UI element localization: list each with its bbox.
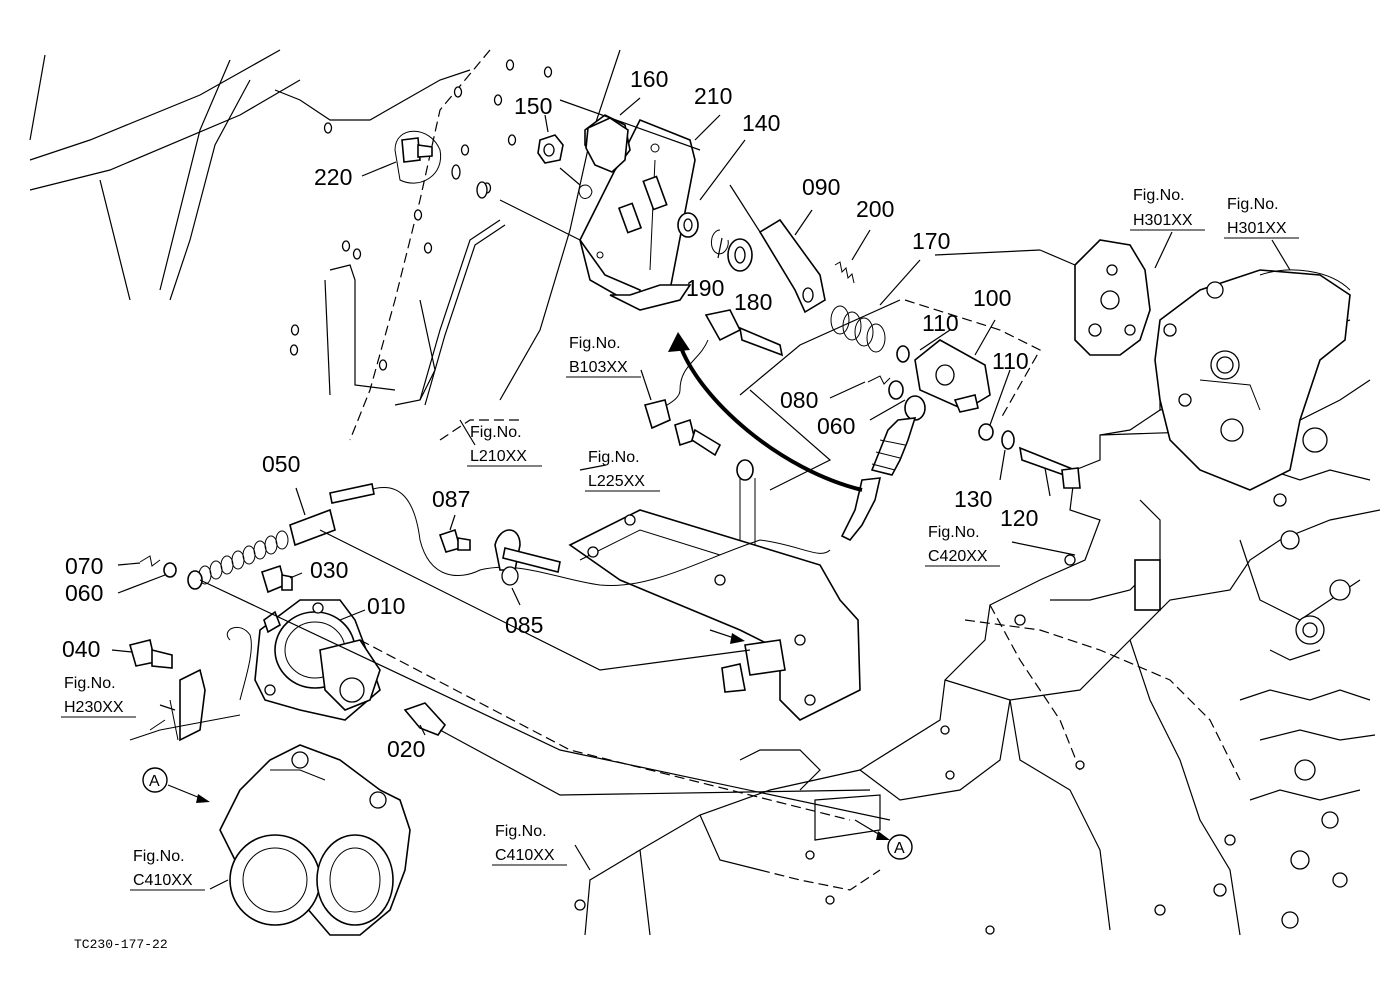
svg-text:H301XX: H301XX: [1227, 220, 1287, 237]
fig-ref-h301-left[interactable]: Fig.No. H301XX: [1130, 187, 1205, 231]
hydraulic-block: [1074, 239, 1351, 491]
cable-spring: [198, 530, 289, 585]
svg-text:L210XX: L210XX: [470, 448, 527, 465]
svg-text:L225XX: L225XX: [588, 473, 645, 490]
figure-references: Fig.No. H301XX Fig.No. H301XX Fig.No. B1…: [61, 187, 1299, 891]
fig-ref-l210[interactable]: Fig.No. L210XX: [467, 424, 542, 467]
fig-ref-c410-left[interactable]: Fig.No. C410XX: [130, 848, 205, 891]
part-label-110-upper: 110: [922, 310, 959, 336]
drawing-code: TC230-177-22: [74, 937, 168, 952]
part-label-050: 050: [262, 451, 300, 477]
svg-text:B103XX: B103XX: [569, 359, 628, 376]
part-label-130: 130: [954, 486, 992, 512]
svg-text:H230XX: H230XX: [64, 699, 124, 716]
part-label-040: 040: [62, 636, 100, 662]
part-label-190: 190: [686, 275, 724, 301]
part-label-140: 140: [742, 110, 780, 136]
connection-marker-a-right: A: [854, 819, 913, 860]
fig-ref-b103[interactable]: Fig.No. B103XX: [566, 335, 641, 378]
bracket-l225: [568, 509, 861, 721]
casting-c410: [219, 744, 411, 936]
svg-text:A: A: [894, 840, 905, 857]
floor-plate-outline: [29, 49, 621, 441]
bolt-120: [1001, 430, 1081, 489]
part-label-020: 020: [387, 736, 425, 762]
fitting-040: [129, 639, 173, 669]
cable-boot: [840, 395, 926, 542]
leader-lines: [111, 97, 1291, 890]
bolt-087: [438, 528, 471, 553]
part-label-180: 180: [734, 289, 772, 315]
svg-text:A: A: [149, 773, 160, 790]
part-label-010: 010: [367, 593, 405, 619]
bushing-group: [677, 212, 753, 272]
bracket-h230: [129, 626, 252, 742]
svg-text:Fig.No.: Fig.No.: [495, 823, 547, 840]
svg-text:Fig.No.: Fig.No.: [588, 449, 640, 466]
part-label-090: 090: [802, 174, 840, 200]
sensor-010: [254, 599, 381, 721]
svg-text:Fig.No.: Fig.No.: [1227, 196, 1279, 213]
spring-200: [834, 261, 855, 284]
lever-090: [758, 218, 826, 314]
part-label-210: 210: [694, 83, 732, 109]
fig-ref-h301-right[interactable]: Fig.No. H301XX: [1224, 196, 1299, 239]
fig-ref-h230[interactable]: Fig.No. H230XX: [61, 675, 136, 718]
svg-text:C410XX: C410XX: [495, 847, 555, 864]
part-label-085: 085: [505, 612, 543, 638]
part-label-087: 087: [432, 486, 470, 512]
cushion-160: [585, 117, 629, 173]
connection-marker-a-left: A: [142, 767, 210, 803]
part-label-080: 080: [780, 387, 818, 413]
bolt-upper: [674, 418, 756, 546]
part-label-120: 120: [1000, 505, 1038, 531]
part-label-160: 160: [630, 66, 668, 92]
spring-170: [830, 305, 886, 353]
svg-text:Fig.No.: Fig.No.: [133, 848, 185, 865]
pin-080: [867, 375, 904, 400]
part-label-030: 030: [310, 557, 348, 583]
plug-030: [261, 564, 293, 594]
part-label-220: 220: [314, 164, 352, 190]
floor-plate-holes: [289, 59, 553, 371]
svg-text:Fig.No.: Fig.No.: [1133, 187, 1185, 204]
fig-ref-l225[interactable]: Fig.No. L225XX: [585, 449, 660, 492]
svg-text:Fig.No.: Fig.No.: [64, 675, 116, 692]
svg-text:Fig.No.: Fig.No.: [470, 424, 522, 441]
fig-ref-c420[interactable]: Fig.No. C420XX: [925, 524, 1000, 567]
part-label-200: 200: [856, 196, 894, 222]
cable-050: [139, 483, 831, 590]
part-label-060-upper: 060: [817, 413, 855, 439]
part-label-060-lower: 060: [65, 580, 103, 606]
clamp-085: [494, 529, 561, 586]
nut-150: [537, 134, 564, 164]
part-label-070: 070: [65, 553, 103, 579]
part-label-170: 170: [912, 228, 950, 254]
svg-text:Fig.No.: Fig.No.: [928, 524, 980, 541]
svg-text:C420XX: C420XX: [928, 548, 988, 565]
bolt-220: [394, 130, 488, 199]
svg-text:Fig.No.: Fig.No.: [569, 335, 621, 352]
part-label-150: 150: [514, 93, 552, 119]
svg-text:H301XX: H301XX: [1133, 212, 1193, 229]
svg-text:C410XX: C410XX: [133, 872, 193, 889]
part-number-labels: 160 210 150 140 220 090 200 170 190 180 …: [62, 66, 1038, 762]
routing-arrow: [668, 332, 863, 492]
connector-b103: [643, 309, 784, 430]
switch-100: [896, 299, 1041, 441]
part-label-100: 100: [973, 285, 1011, 311]
fig-ref-c410-right[interactable]: Fig.No. C410XX: [492, 823, 567, 866]
chassis-outline: [574, 319, 1380, 936]
part-label-110-lower: 110: [992, 348, 1029, 374]
pin-020: [403, 702, 447, 736]
